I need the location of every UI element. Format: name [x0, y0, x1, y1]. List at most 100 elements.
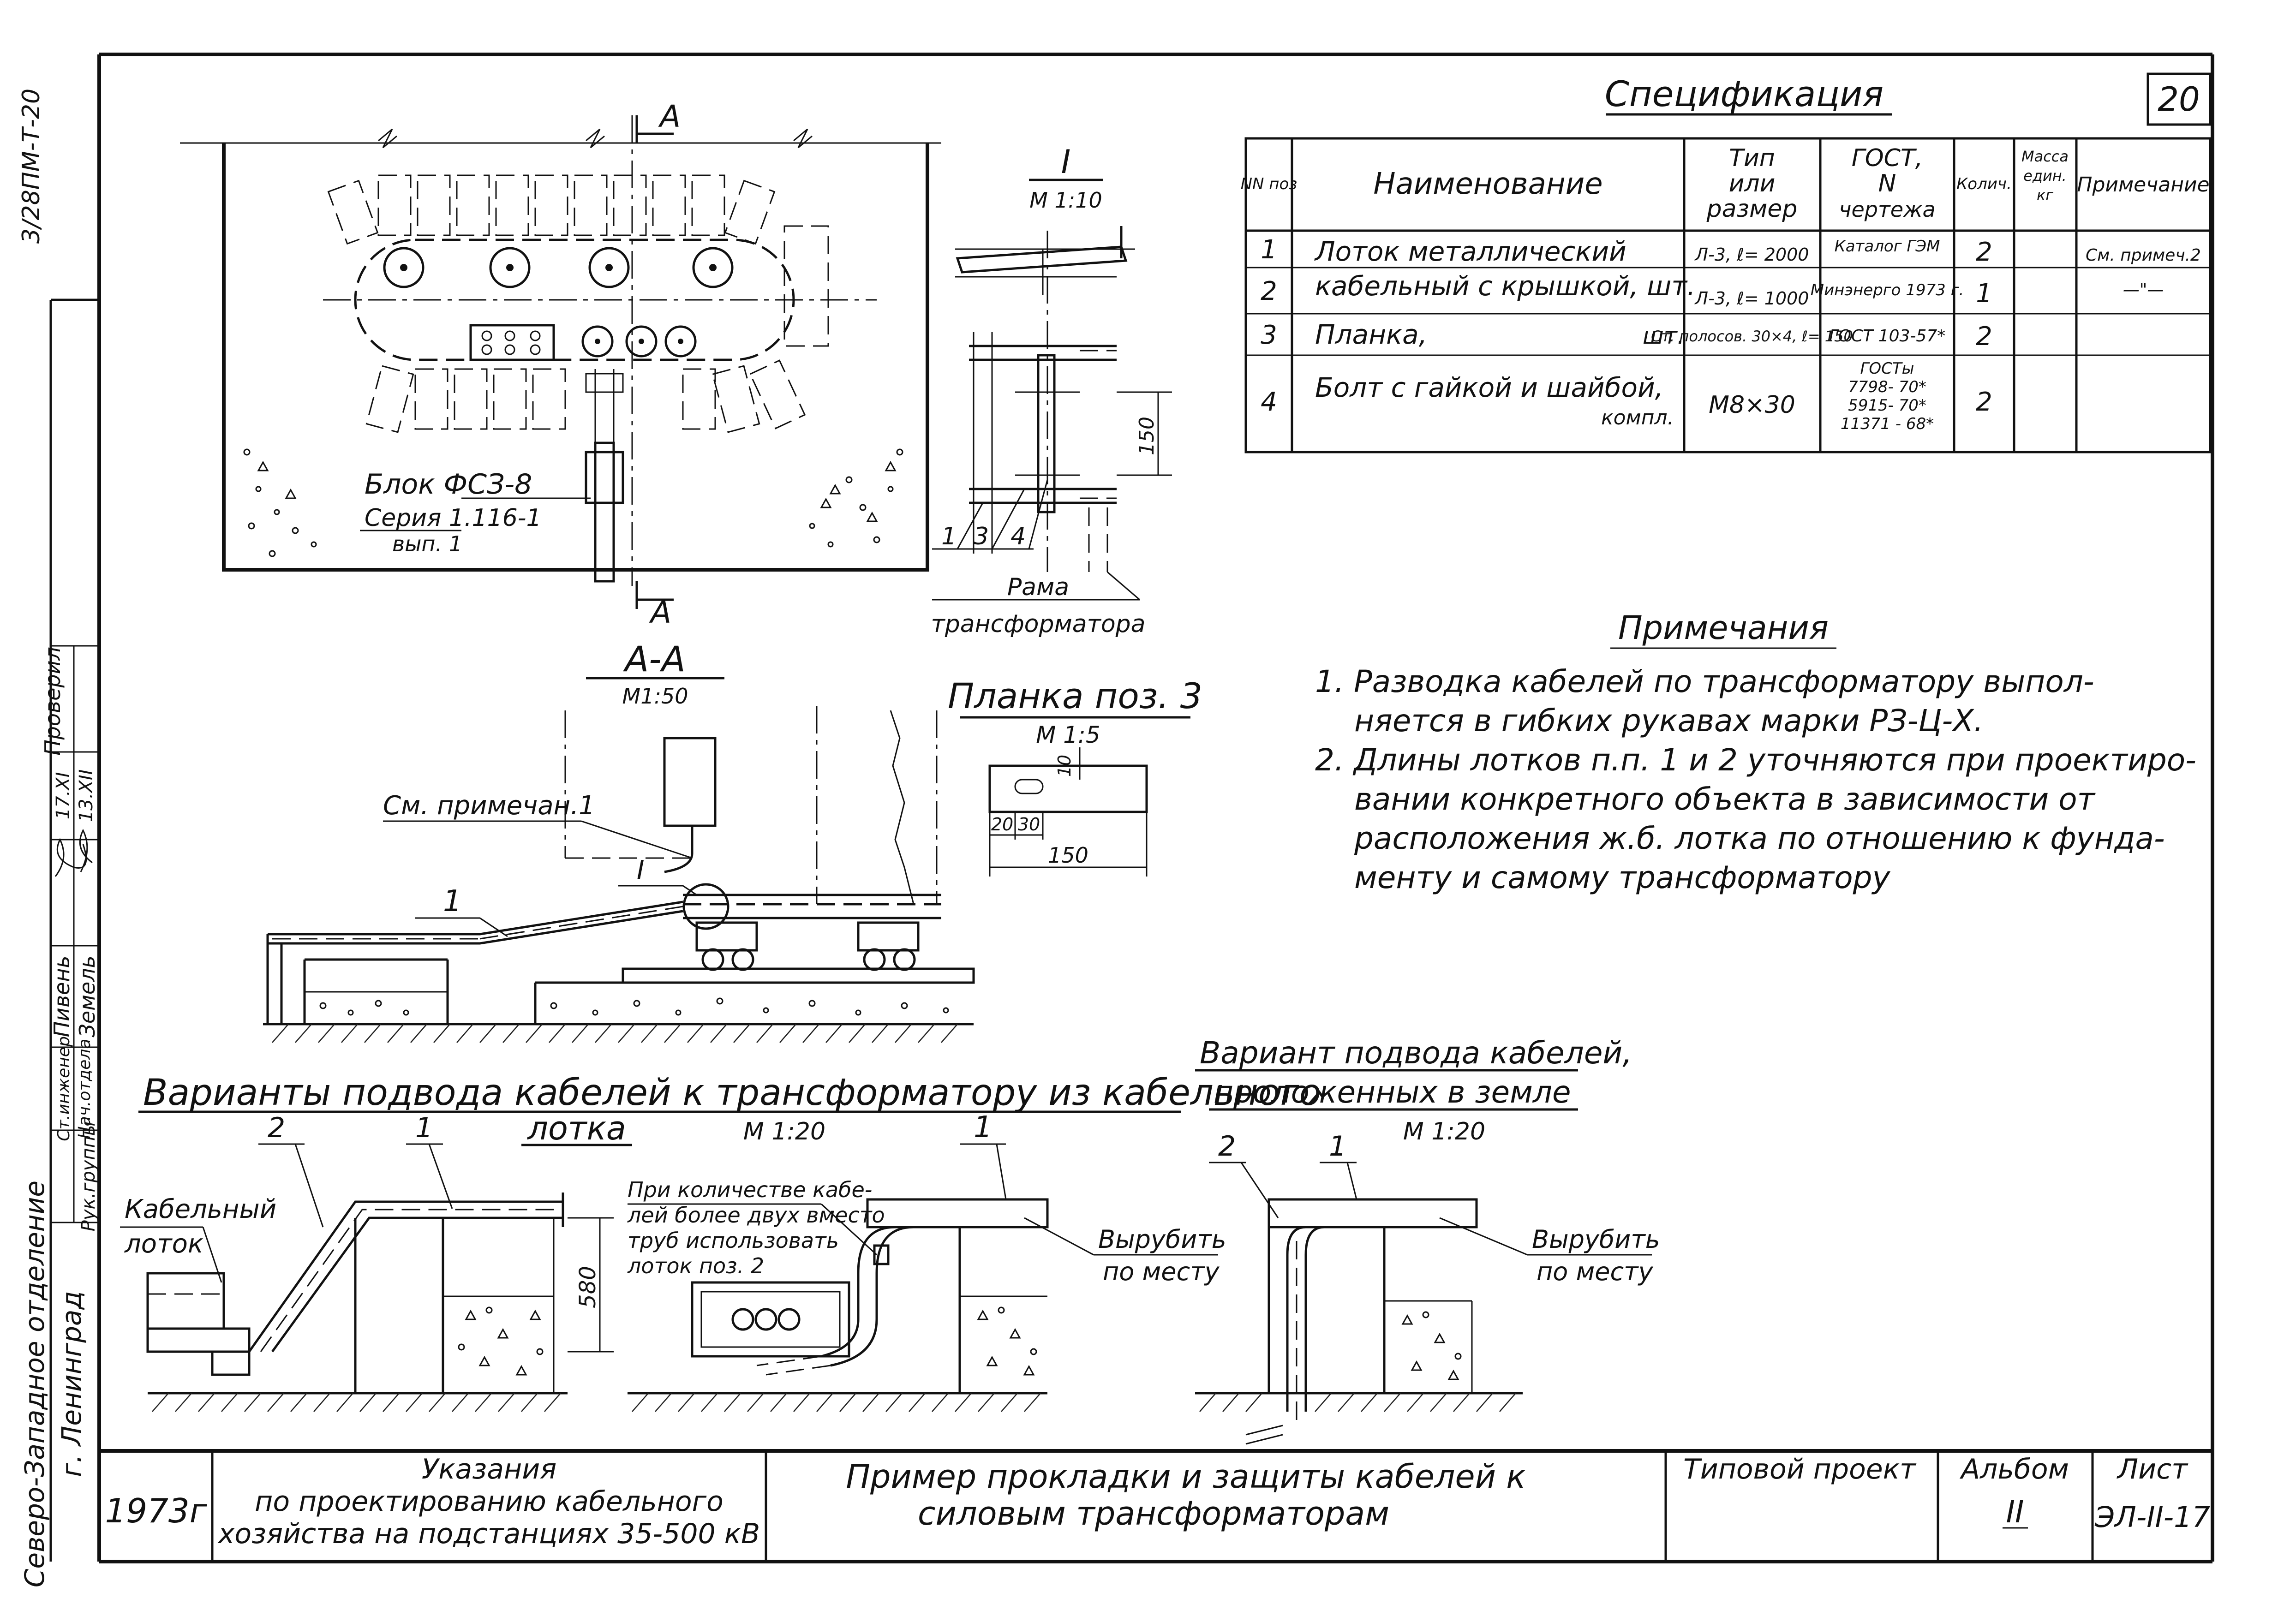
variants-middle-note-3: труб использовать: [628, 1228, 839, 1253]
section-mark-bottom: А: [649, 595, 671, 630]
spec-header-name: Наименование: [1373, 167, 1602, 201]
side-role-4: Проверил: [40, 647, 65, 756]
planka-detail: Планка поз. 3 М 1:5 150 20 30 10: [948, 675, 1202, 877]
spec-row-3-num: 3: [1261, 320, 1277, 350]
title-block: 1973г Указания по проектированию кабельн…: [99, 1449, 2212, 1562]
detail-I-scale: М 1:10: [1029, 188, 1102, 213]
sheet-number: 20: [2158, 80, 2200, 119]
variants-middle-note-4: лоток поз. 2: [627, 1253, 764, 1278]
detail-I-callout-3: 3: [974, 523, 989, 550]
section-mark-top: А: [658, 99, 681, 134]
title-doc-1: Указания: [422, 1453, 557, 1485]
spec-row-2-note: —"—: [2123, 280, 2164, 299]
variants-middle-note-1: При количестве кабе-: [628, 1177, 872, 1202]
variant-ground-title-1: Вариант подвода кабелей,: [1200, 1035, 1632, 1071]
planka-dim-30: 30: [1018, 814, 1040, 835]
section-AA: А-А М1:50: [263, 638, 975, 1043]
section-AA-scale: М1:50: [622, 684, 688, 709]
variants-middle-note-2: лей более двух вместо: [627, 1203, 885, 1228]
side-role-3: Нач.отдела: [75, 1039, 94, 1139]
frame-label-1: Рама: [1007, 573, 1069, 601]
variant-ground-callout-1: 1: [1329, 1130, 1346, 1163]
detail-I-callout-4: 4: [1010, 523, 1026, 550]
variants-scale: М 1:20: [743, 1118, 825, 1145]
spec-header-mass-3: кг: [2037, 186, 2053, 204]
signature-mark: [54, 838, 87, 877]
signature-mark-2: [79, 829, 93, 872]
spec-row-4-gost-1: ГОСТы: [1860, 359, 1914, 378]
spec-header-mass-2: един.: [2023, 167, 2067, 185]
variants-trough: Варианты подвода кабелей к трансформатор…: [120, 1072, 1321, 1412]
spec-header-num: NN поз: [1241, 175, 1297, 193]
variant-ground: Вариант подвода кабелей, проложенных в з…: [1195, 1035, 1660, 1445]
spec-row-4-num: 4: [1261, 387, 1277, 417]
side-name-1: Земель: [75, 955, 100, 1037]
block-label-1: Блок ФСЗ-8: [365, 468, 532, 501]
variants-left-label-1: Кабельный: [125, 1194, 276, 1224]
spec-header-type-3: размер: [1706, 195, 1798, 223]
planka-dim-20: 20: [991, 814, 1013, 835]
note-line-1: 1. Разводка кабелей по трансформатору вы…: [1315, 664, 2094, 699]
planka-dim-10: 10: [1054, 755, 1075, 777]
section-AA-note-ref: См. примечан.1: [383, 791, 595, 821]
title-doc-3: хозяйства на подстанциях 35-500 кВ: [217, 1518, 760, 1550]
notes-title: Примечания: [1618, 609, 1829, 647]
title-album-label: Альбом: [1959, 1453, 2069, 1485]
spec-row-2-num: 2: [1261, 276, 1277, 306]
spec-header-gost-3: чертежа: [1839, 197, 1935, 222]
frame-label-2: трансформатора: [931, 610, 1145, 638]
spec-row-2-gost: Минэнерго 1973 г.: [1811, 281, 1964, 299]
variant-ground-cut-1: Вырубить: [1532, 1225, 1660, 1254]
title-year: 1973г: [105, 1491, 207, 1530]
title-doc-2: по проектированию кабельного: [255, 1485, 723, 1518]
spec-row-2-qty: 1: [1976, 279, 1992, 309]
spec-row-1-name: Лоток металлический: [1314, 236, 1626, 267]
title-album-value: II: [2006, 1494, 2024, 1530]
note-line-6: менту и самому трансформатору: [1354, 860, 1891, 895]
spec-header-gost-2: N: [1878, 170, 1896, 197]
planka-scale: М 1:5: [1036, 722, 1100, 748]
spec-row-1-gost: Каталог ГЭМ: [1835, 237, 1940, 256]
spec-header-note: Примечание: [2077, 173, 2209, 197]
planka-dim-150: 150: [1048, 843, 1088, 868]
variants-title-1: Варианты подвода кабелей к трансформатор…: [143, 1072, 1321, 1114]
variants-middle-callout: 1: [974, 1110, 993, 1145]
spec-row-3-type: Ст. полосов. 30×4, ℓ= 150: [1651, 328, 1853, 345]
spec-row-1-note: См. примеч.2: [2086, 246, 2201, 265]
planka-title: Планка поз. 3: [948, 675, 1202, 716]
variant-ground-scale: М 1:20: [1403, 1118, 1485, 1145]
section-AA-detail-ref: I: [637, 855, 645, 885]
detail-I: I М 1:10 150 1 3 4 Ра: [931, 143, 1172, 638]
note-line-3: 2. Длины лотков п.п. 1 и 2 уточняются пр…: [1315, 742, 2196, 778]
title-drawing-1: Пример прокладки и защиты кабелей к: [846, 1458, 1525, 1496]
side-date-1: 17.ХІ: [53, 772, 74, 820]
side-org-line-2: г. Ленинград: [56, 1291, 87, 1477]
spec-row-1-qty: 2: [1976, 237, 1992, 267]
side-stamp: 3/28ПМ-Т-20 Северо-Западное отделение г.…: [18, 89, 100, 1587]
side-org-line-1: Северо-Западное отделение: [19, 1181, 50, 1587]
title-sheet-label: Лист: [2117, 1453, 2188, 1485]
side-role-2: Ст.инженер: [54, 1036, 73, 1141]
spec-row-4-name: Болт с гайкой и шайбой,: [1315, 372, 1663, 403]
variants-left-label-2: лоток: [124, 1229, 203, 1259]
spec-title: Спецификация: [1605, 73, 1883, 114]
variants-left-callout-2: 2: [268, 1112, 285, 1144]
side-date-2: 13.ХІІ: [76, 769, 97, 823]
detail-I-circle: [682, 883, 729, 930]
spec-header-type-2: или: [1729, 170, 1776, 197]
spec-row-3-qty: 2: [1976, 322, 1992, 352]
variants-left-callout-1: 1: [415, 1112, 433, 1144]
spec-row-3-gost: ГОСТ 103-57*: [1829, 327, 1945, 346]
specification-table: Спецификация NN поз Наименование Тип или…: [1241, 73, 2212, 453]
spec-header-gost-1: ГОСТ,: [1852, 144, 1923, 172]
variant-ground-title-2: проложенных в земле: [1214, 1074, 1571, 1110]
spec-row-1-num: 1: [1261, 235, 1277, 265]
spec-row-2-type: Л-3, ℓ= 1000: [1694, 288, 1809, 309]
spec-row-4-qty: 2: [1976, 387, 1992, 417]
spec-header-qty: Колич.: [1956, 175, 2012, 193]
title-sheet-value: ЭЛ-II-17: [2094, 1500, 2210, 1534]
oval-block: [354, 239, 795, 361]
spec-row-4-gost-4: 11371 - 68*: [1841, 415, 1934, 433]
detail-I-callout-1: 1: [941, 523, 957, 550]
